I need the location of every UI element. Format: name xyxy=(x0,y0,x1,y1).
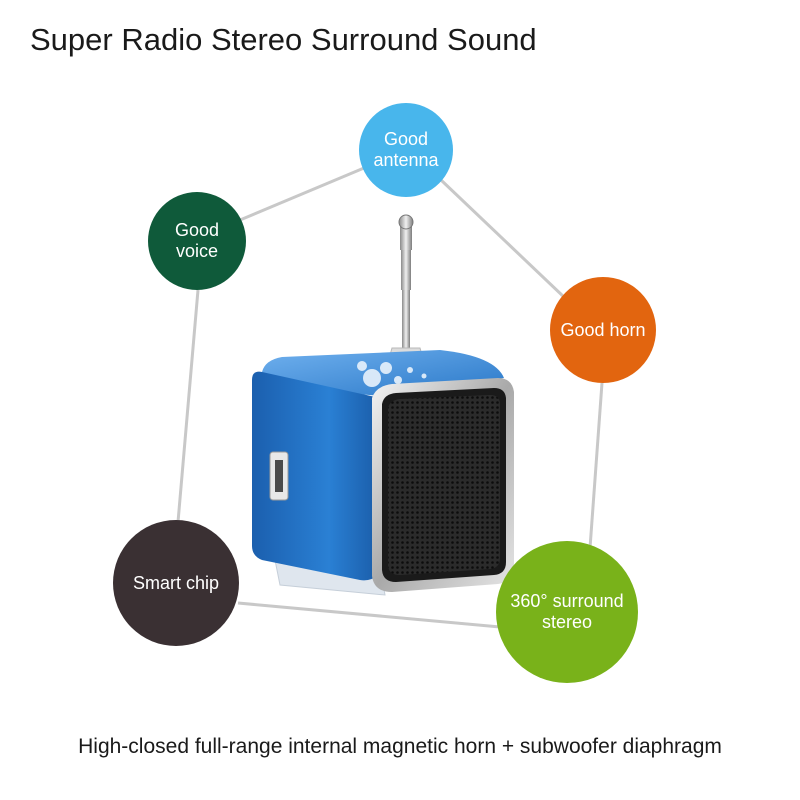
antenna-icon xyxy=(387,214,425,363)
feature-good-voice: Good voice xyxy=(148,192,246,290)
feature-smart-chip: Smart chip xyxy=(113,520,239,646)
feature-good-horn: Good horn xyxy=(550,277,656,383)
product-caption: High-closed full-range internal magnetic… xyxy=(78,735,722,758)
feature-good-antenna: Good antenna xyxy=(359,103,453,197)
page-title: Super Radio Stereo Surround Sound xyxy=(30,22,537,57)
feature-surround-stereo: 360° surround stereo xyxy=(496,541,638,683)
